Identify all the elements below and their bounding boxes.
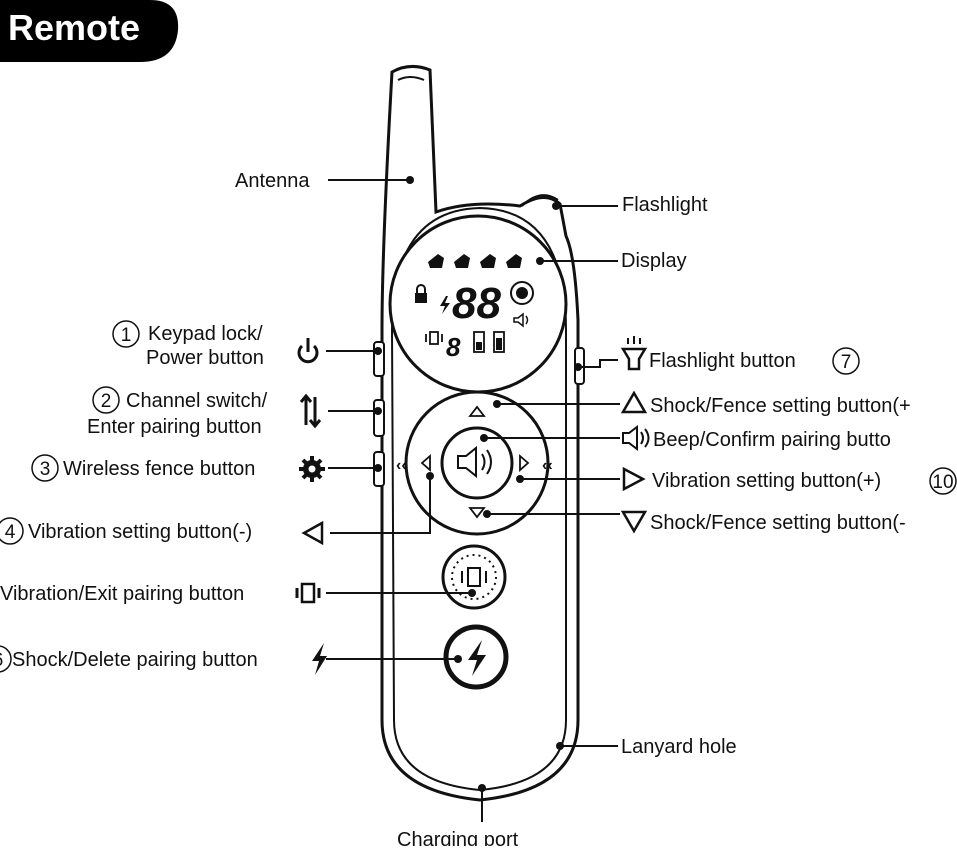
up-arrow-icon [468,405,486,417]
callout-vib-exit: Vibration/Exit pairing button [0,582,321,605]
num-2: 2 [101,391,112,412]
power-icon [297,338,319,364]
control-ring: ‹‹ ‹‹ [396,390,553,536]
label-keypad-lock-1: Keypad lock/ [148,323,263,345]
gear-icon [299,456,325,482]
lock-icon [415,284,427,303]
up-triangle-icon [620,390,648,414]
title-badge: Remote [0,0,179,62]
label-beep: Beep/Confirm pairing butto [653,429,891,451]
label-shock-delete: Shock/Delete pairing button [12,649,258,671]
down-arrow-icon [468,507,486,519]
label-vib-plus: Vibration setting button(+) [652,470,881,492]
callout-shock-delete: 6 Shock/Delete pairing button [0,643,327,675]
label-vib-exit: Vibration/Exit pairing button [0,583,244,605]
title-text: Remote [8,7,140,48]
label-lanyard: Lanyard hole [621,736,737,758]
right-arrow-icon [519,454,530,472]
swap-arrows-icon [299,393,322,429]
bolt-icon [312,643,327,675]
fence-mode-icon [510,281,534,305]
callout-flashlight-button: Flashlight button 7 [620,336,860,375]
label-flashlight: Flashlight [622,194,708,216]
label-shock-plus: Shock/Fence setting button(+ [650,395,911,417]
lcd-channel: 8 [446,332,461,362]
right-wave-icon: ‹‹ [542,457,553,474]
label-flashlight-button: Flashlight button [649,350,796,372]
lcd-digits: 88 [452,279,501,328]
flashlight-icon [620,336,648,371]
down-triangle-icon [620,510,648,534]
vibration-icon [295,582,321,604]
shock-indicator-icon [440,296,450,314]
shock-button [443,624,509,690]
num-7: 7 [841,352,852,373]
label-charging: Charging port [397,829,519,846]
label-vib-minus: Vibration setting button(-) [28,521,252,543]
vibration-indicator-icon [425,331,443,345]
num-4: 4 [5,522,16,543]
leader-lines [326,176,620,822]
callout-channel: 2 Channel switch/ Enter pairing button [87,386,322,438]
label-antenna: Antenna [235,170,310,192]
label-channel-1: Channel switch/ [126,390,268,412]
callout-keypad-lock: 1 Keypad lock/ Power button [112,320,319,369]
callout-vib-plus: Vibration setting button(+) 10 [622,466,957,495]
callout-shock-minus: Shock/Fence setting button(- [620,510,906,534]
left-arrow-icon [420,454,431,472]
beep-button-icon [457,445,492,479]
dog-icons [428,254,522,268]
right-triangle-icon [622,466,646,492]
label-channel-2: Enter pairing button [87,416,262,438]
left-triangle-icon [301,520,324,546]
lcd-display: 88 8 [388,214,568,394]
num-1: 1 [121,325,132,346]
callout-beep: Beep/Confirm pairing butto [622,425,891,451]
label-fence: Wireless fence button [63,458,255,480]
num-10: 10 [932,472,953,493]
label-shock-minus: Shock/Fence setting button(- [650,512,906,534]
label-display: Display [621,250,687,272]
callout-shock-plus: Shock/Fence setting button(+ [620,390,911,417]
num-3: 3 [40,459,51,480]
speaker-icon [622,425,650,451]
callout-fence: 3 Wireless fence button [31,454,325,482]
label-keypad-lock-2: Power button [146,347,264,369]
callout-vib-minus: 4 Vibration setting button(-) [0,517,324,546]
beep-indicator-icon [513,312,529,328]
battery-icon [473,331,505,353]
num-6: 6 [0,650,3,671]
left-wave-icon: ‹‹ [396,457,407,474]
vibration-button [441,544,507,610]
